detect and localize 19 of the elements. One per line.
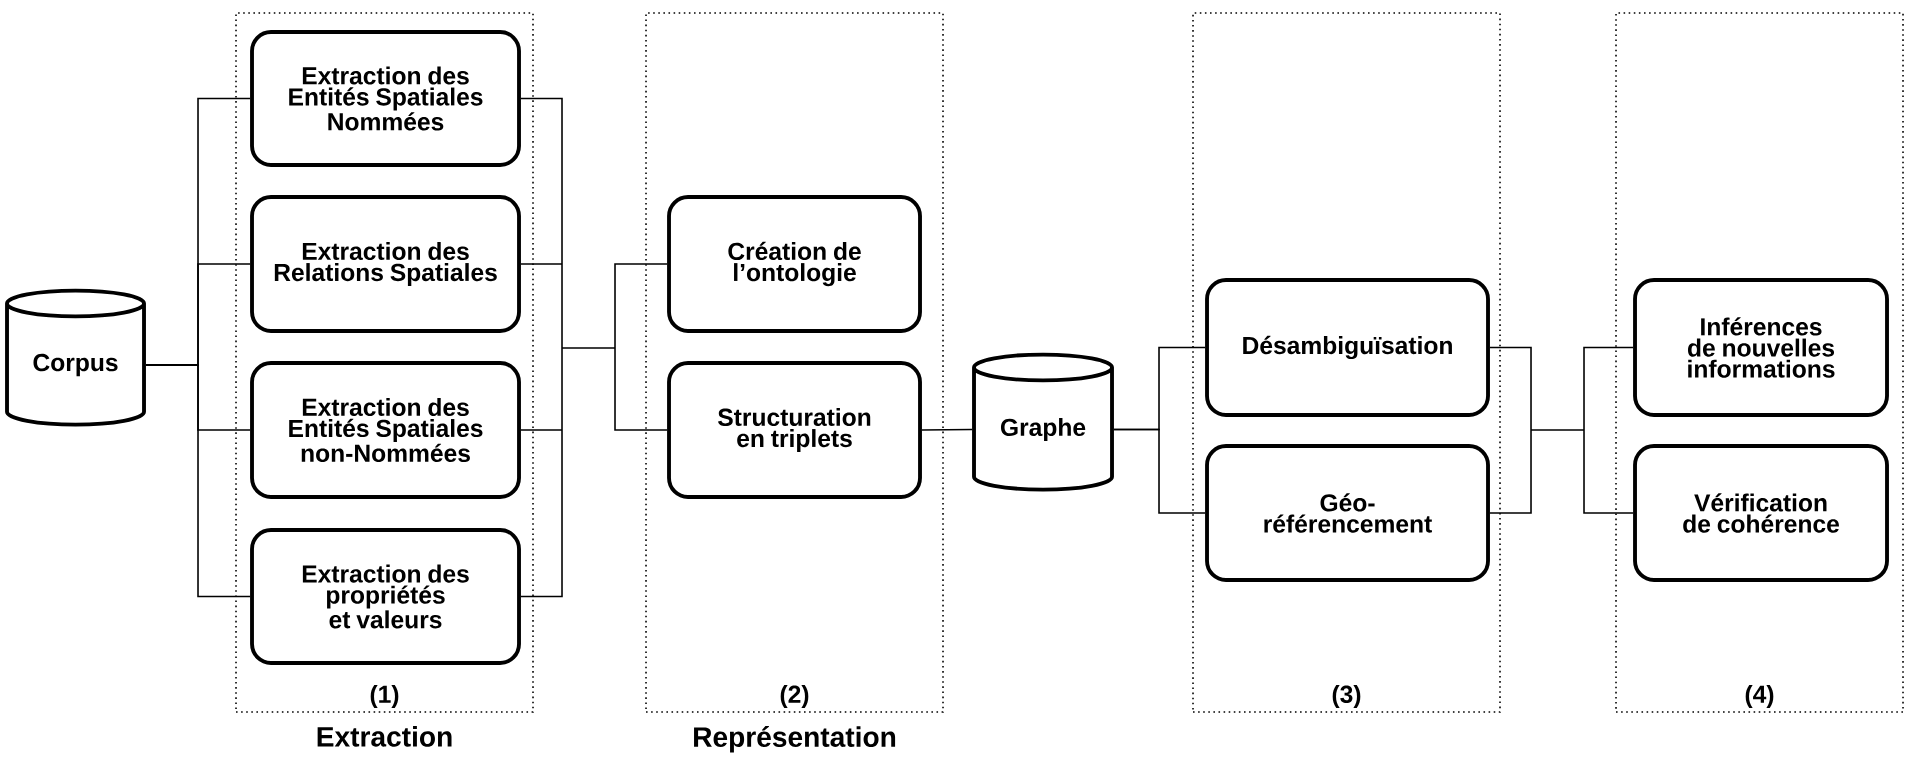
process-box: Désambiguïsation xyxy=(1205,278,1490,417)
process-box: Extraction des Entités Spatiales non-Nommées xyxy=(250,361,521,499)
process-box: Vérification de cohérence xyxy=(1633,444,1889,582)
connector-line xyxy=(1113,428,1206,514)
connector-trunk xyxy=(1489,346,1634,514)
process-box: Structuration en triplets xyxy=(667,361,922,499)
process-box: Extraction des Relations Spatiales xyxy=(250,195,521,333)
node-label: Représentation xyxy=(694,726,896,753)
connector-line xyxy=(145,364,251,598)
node-label: Extraction xyxy=(317,726,452,747)
process-box: Création de l’ontologie xyxy=(667,195,922,333)
connector-line xyxy=(921,428,973,431)
process-box: Inférences de nouvelles informations xyxy=(1633,278,1889,417)
process-box: Géo-référencement xyxy=(1205,444,1490,582)
connector-trunk xyxy=(520,97,668,598)
process-box: Extraction des Entités Spatiales Nommées xyxy=(250,30,521,167)
process-box: Extraction des propriétés et valeurs xyxy=(250,528,521,665)
database-cylinder: Corpus xyxy=(5,288,146,427)
database-cylinder: Graphe xyxy=(972,352,1114,492)
